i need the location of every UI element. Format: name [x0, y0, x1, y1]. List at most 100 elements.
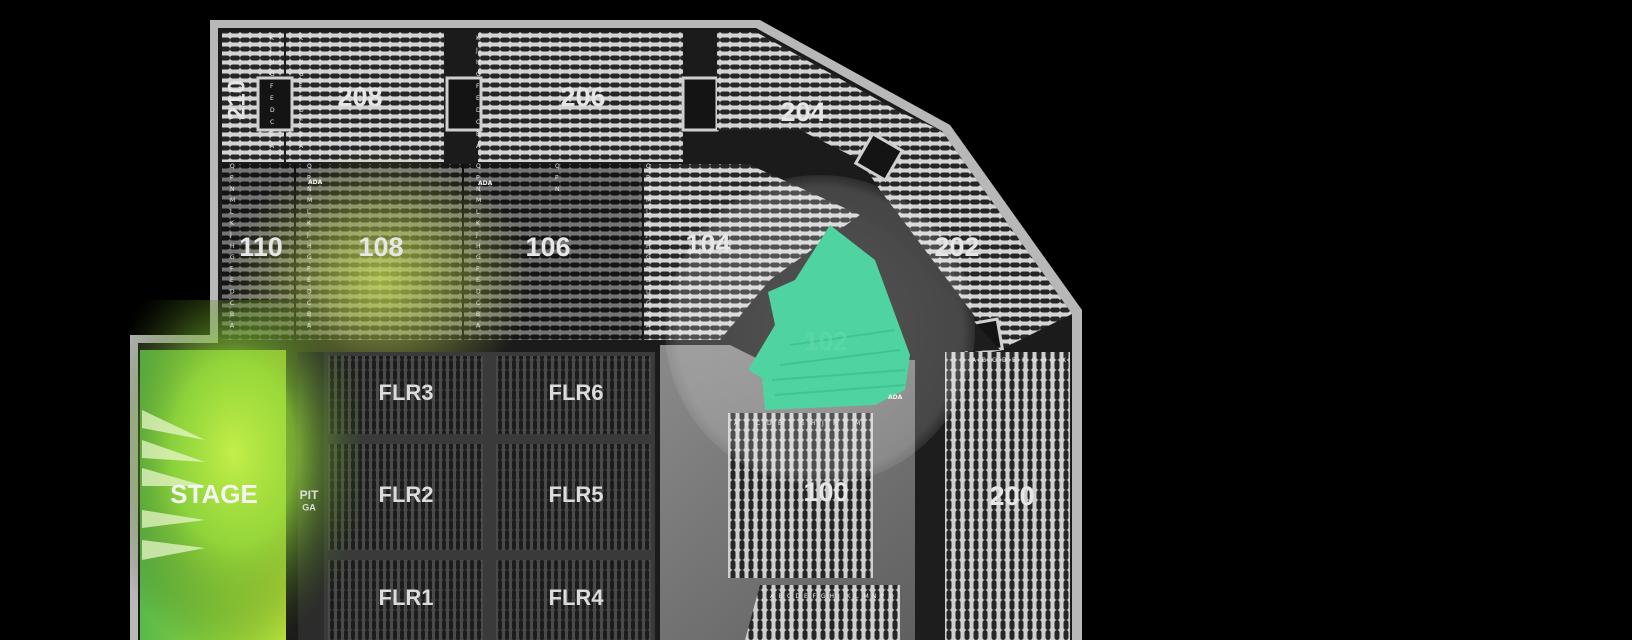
row-letter: B [307, 311, 311, 318]
floor-label-flr5: FLR5 [549, 482, 604, 507]
row-letter: F [813, 593, 817, 600]
pit-ga-label: GA [302, 502, 316, 512]
row-letter: J [306, 231, 309, 238]
floor-section-flr6[interactable] [496, 356, 651, 434]
row-letter: K [833, 420, 838, 427]
row-letter: C [270, 119, 274, 126]
row-letter: H [230, 243, 235, 250]
row-letter: K [299, 35, 304, 42]
row-letter: F [270, 83, 274, 90]
floor-label-flr3: FLR3 [379, 380, 434, 405]
row-letter: Q [230, 163, 235, 170]
row-letter: J [475, 231, 478, 238]
row-letter: K [476, 220, 481, 227]
section-label-204: 204 [780, 97, 825, 127]
row-letter: C [299, 119, 303, 126]
row-letter: C [787, 593, 791, 600]
row-letter: H [307, 243, 312, 250]
row-letter: B [982, 357, 986, 364]
row-letter: C [756, 420, 760, 427]
row-letter: P [555, 174, 559, 181]
row-letter: C [230, 300, 234, 307]
row-letter: M [864, 593, 869, 600]
row-letter: E [476, 95, 480, 102]
row-letter: A [770, 593, 775, 600]
row-letter: N [476, 186, 481, 193]
row-letter: G [230, 254, 235, 261]
section-204-seats[interactable] [717, 32, 900, 160]
row-letter: E [646, 277, 650, 284]
row-letter: L [646, 209, 650, 216]
row-letter: J [229, 231, 232, 238]
row-letter: F [307, 266, 311, 273]
section-202-seats[interactable] [860, 112, 1072, 350]
row-letter: H [270, 59, 275, 66]
row-letter: B [270, 131, 274, 138]
row-letter: D [796, 593, 801, 600]
floor-label-flr1: FLR1 [379, 585, 434, 610]
row-letter: D [230, 288, 235, 295]
row-letter: N [307, 186, 312, 193]
row-letter: B [476, 311, 480, 318]
row-letter: G [476, 71, 481, 78]
row-letter: P [646, 174, 650, 181]
row-letter: K [230, 220, 235, 227]
stage-spotlight-beams [142, 410, 205, 560]
row-letter: M [646, 197, 651, 204]
section-label-104: 104 [685, 229, 730, 259]
row-letter: L [307, 209, 311, 216]
row-letter: D [476, 288, 481, 295]
floor-section-flr5[interactable] [496, 444, 651, 550]
row-letter: E [230, 277, 234, 284]
row-letter: F [299, 83, 303, 90]
floor-label-flr2: FLR2 [379, 482, 434, 507]
vomitory-210 [256, 76, 294, 132]
section-206-seats[interactable] [478, 32, 683, 162]
row-letter: J [269, 47, 272, 54]
vomitory-206 [681, 76, 719, 132]
row-letter: H [299, 59, 304, 66]
row-letter: B [745, 420, 749, 427]
stage-glow [130, 300, 360, 640]
row-letter: G [1032, 357, 1037, 364]
pit-label: PIT [300, 488, 319, 502]
row-letter: P [476, 174, 480, 181]
row-letter: E [307, 277, 311, 284]
row-letter: E [778, 420, 782, 427]
row-letter: A [299, 143, 304, 150]
row-letter: M [476, 197, 481, 204]
row-letter: D [307, 288, 312, 295]
row-letter: D [270, 107, 275, 114]
section-200-seats[interactable] [945, 352, 1070, 640]
ada-label-108: ADA [308, 179, 323, 186]
ada-label-106: ADA [478, 180, 493, 187]
row-letter: A [476, 143, 481, 150]
section-208-seats[interactable] [286, 32, 444, 162]
row-letter: P [881, 593, 885, 600]
section-label-108: 108 [358, 232, 403, 262]
row-letter: M [855, 420, 860, 427]
row-letter: G [307, 254, 312, 261]
row-letters-106-top: QPN [555, 163, 560, 193]
row-letter: L [476, 209, 480, 216]
section-label-206: 206 [560, 82, 605, 112]
row-letter: F [646, 266, 650, 273]
row-letter: A [972, 357, 977, 364]
row-letter: Q [555, 163, 560, 170]
row-letter: H [646, 243, 651, 250]
stage-label: STAGE [170, 479, 258, 509]
floor-section-flr4[interactable] [496, 560, 651, 640]
section-100b-seats[interactable] [745, 585, 900, 640]
row-letter: B [779, 593, 783, 600]
row-letter: A [734, 420, 739, 427]
row-letter: G [646, 254, 651, 261]
